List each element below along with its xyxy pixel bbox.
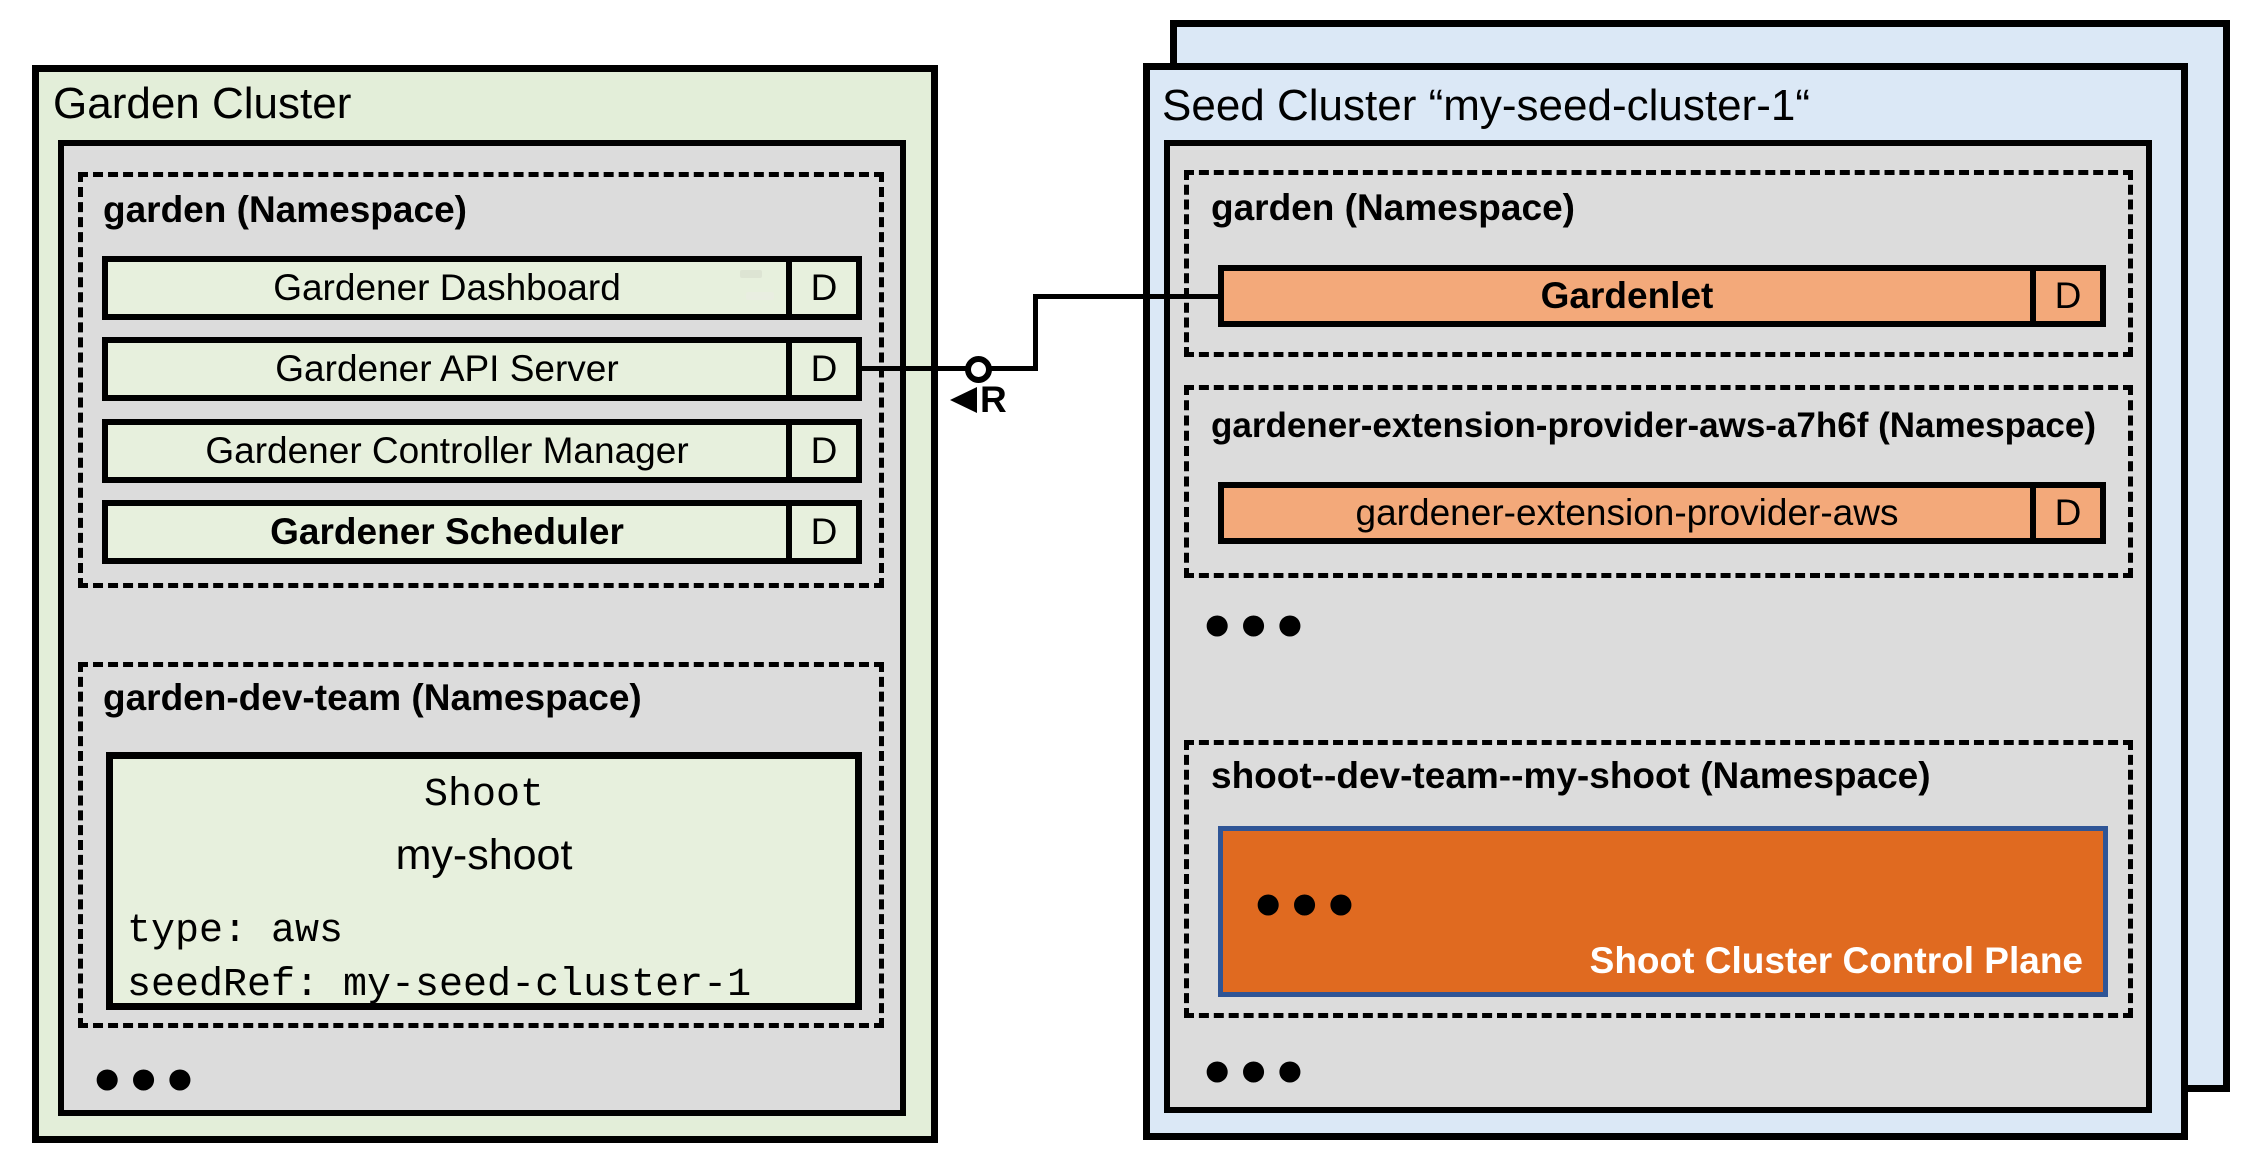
seed-garden-namespace-box: garden (Namespace) Gardenlet D bbox=[1184, 170, 2133, 357]
seed-shoot-namespace-label: shoot--dev-team--my-shoot (Namespace) bbox=[1211, 755, 1931, 796]
shoot-name: my-shoot bbox=[395, 831, 573, 879]
connector-line-from-api-server bbox=[862, 366, 966, 371]
garden-dev-team-namespace-box: garden-dev-team (Namespace) Shoot my-sho… bbox=[78, 662, 884, 1028]
component-label: Gardener Dashboard bbox=[108, 262, 786, 314]
garden-namespace-label: garden (Namespace) bbox=[103, 189, 467, 230]
shoot-spec-seedref: seedRef: my-seed-cluster-1 bbox=[127, 963, 752, 1008]
component-label: Gardener Controller Manager bbox=[205, 430, 689, 471]
control-plane-ellipsis: ••• bbox=[1249, 872, 1360, 942]
control-plane-label: Shoot Cluster Control Plane bbox=[1589, 940, 2083, 981]
connector-line-to-gardenlet bbox=[1033, 294, 1218, 299]
garden-ellipsis: ••• bbox=[88, 1047, 199, 1117]
shoot-spec: type: aws seedRef: my-seed-cluster-1 bbox=[127, 905, 751, 1013]
connector-line-vertical bbox=[1033, 294, 1038, 371]
connector-line-mid bbox=[991, 366, 1038, 371]
seed-cluster-panel: garden (Namespace) Gardenlet D gardener-… bbox=[1164, 140, 2152, 1113]
seed-extension-namespace-box: gardener-extension-provider-aws-a7h6f (N… bbox=[1184, 385, 2133, 578]
shoot-resource-box: Shoot my-shoot type: aws seedRef: my-see… bbox=[106, 752, 862, 1010]
component-row-gardener-api-server: Gardener API Server D bbox=[102, 337, 862, 401]
seed-shoot-namespace-box: shoot--dev-team--my-shoot (Namespace) ••… bbox=[1184, 740, 2133, 1018]
shoot-control-plane-box: ••• Shoot Cluster Control Plane bbox=[1218, 826, 2108, 997]
component-row-gardener-scheduler: Gardener Scheduler D bbox=[102, 500, 862, 564]
component-row-gardener-controller-manager: Gardener Controller Manager D bbox=[102, 419, 862, 483]
component-text: Gardener Dashboard bbox=[273, 267, 621, 308]
seed-extension-namespace-label: gardener-extension-provider-aws-a7h6f (N… bbox=[1211, 406, 2096, 445]
deployment-badge: D bbox=[786, 343, 856, 395]
shoot-spec-type: type: aws bbox=[127, 909, 344, 954]
deployment-badge: D bbox=[786, 262, 856, 314]
seed-ellipsis-bottom: ••• bbox=[1198, 1039, 1309, 1109]
component-row-gardenlet: Gardenlet D bbox=[1218, 265, 2106, 327]
component-label: Gardener Scheduler bbox=[270, 511, 624, 552]
garden-cluster-panel: garden (Namespace) Gardener Dashboard D … bbox=[58, 140, 906, 1116]
shoot-kind: Shoot bbox=[423, 773, 545, 818]
faint-mark bbox=[746, 292, 774, 300]
deployment-badge: D bbox=[786, 506, 856, 558]
seed-ellipsis-middle: ••• bbox=[1198, 593, 1309, 663]
deployment-badge: D bbox=[2030, 271, 2100, 321]
seed-cluster-title: Seed Cluster “my-seed-cluster-1“ bbox=[1162, 81, 1810, 130]
component-label: gardener-extension-provider-aws bbox=[1355, 492, 1899, 533]
deployment-badge: D bbox=[2030, 488, 2100, 538]
connector-arrow-left-icon bbox=[950, 387, 977, 413]
seed-cluster-box: Seed Cluster “my-seed-cluster-1“ garden … bbox=[1143, 63, 2188, 1140]
seed-garden-namespace-label: garden (Namespace) bbox=[1211, 187, 1575, 228]
faint-mark bbox=[740, 270, 762, 278]
component-row-extension-provider-aws: gardener-extension-provider-aws D bbox=[1218, 482, 2106, 544]
garden-dev-team-namespace-label: garden-dev-team (Namespace) bbox=[103, 677, 642, 718]
component-label: Gardener API Server bbox=[275, 348, 619, 389]
deployment-badge: D bbox=[786, 425, 856, 477]
component-row-gardener-dashboard: Gardener Dashboard D bbox=[102, 256, 862, 320]
connector-r-label: R bbox=[980, 379, 1007, 420]
component-label: Gardenlet bbox=[1540, 275, 1714, 316]
garden-cluster-box: Garden Cluster garden (Namespace) Garden… bbox=[32, 65, 938, 1143]
garden-cluster-title: Garden Cluster bbox=[53, 79, 352, 128]
garden-namespace-box: garden (Namespace) Gardener Dashboard D … bbox=[78, 172, 884, 588]
connector-interface-circle bbox=[965, 356, 992, 383]
